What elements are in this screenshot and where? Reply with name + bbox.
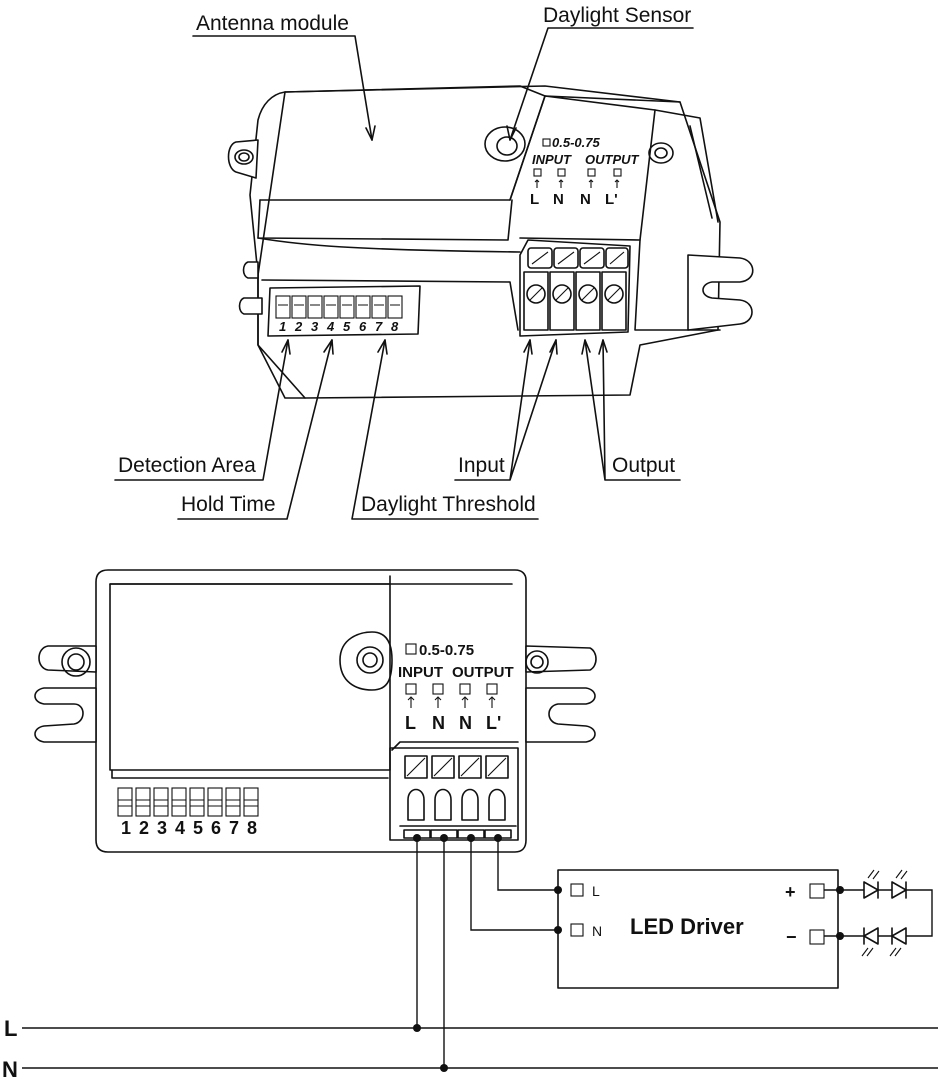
- svg-text:2: 2: [139, 818, 149, 838]
- bottom-input-label: INPUT: [398, 664, 443, 681]
- bottom-terminal-markers: [405, 683, 498, 708]
- bottom-dip-switch-icon: [117, 787, 259, 817]
- arrow-up-icon: [407, 696, 415, 708]
- svg-text:1: 1: [279, 319, 286, 334]
- top-dip-switch-icon: [267, 285, 421, 337]
- driver-plus: +: [785, 882, 796, 902]
- top-terminal-l: L: [530, 191, 539, 208]
- bottom-terminal-l: L: [405, 713, 416, 733]
- top-terminal-n2: N: [580, 191, 591, 208]
- top-dip-numbers: 1 2 3 4 5 6 7 8: [279, 319, 399, 334]
- driver-minus: −: [786, 927, 797, 947]
- bottom-terminal-n1: N: [432, 713, 445, 733]
- top-device-drawing: 0.5-0.75 INPUT OUTPUT L N N L': [227, 85, 754, 399]
- callout-daylight-threshold: Daylight Threshold: [361, 493, 536, 516]
- arrow-up-icon: [488, 696, 496, 708]
- callout-antenna-module: Antenna module: [196, 12, 349, 35]
- svg-text:3: 3: [157, 818, 167, 838]
- svg-text:6: 6: [211, 818, 221, 838]
- svg-text:6: 6: [359, 319, 367, 334]
- svg-text:1: 1: [121, 818, 131, 838]
- svg-text:5: 5: [193, 818, 203, 838]
- arrow-up-icon: [434, 696, 442, 708]
- bottom-terminal-lprime: L': [486, 713, 501, 733]
- bottom-device-drawing: 0.5-0.75 INPUT OUTPUT L N N L': [34, 569, 597, 853]
- svg-text:2: 2: [294, 319, 303, 334]
- svg-text:3: 3: [311, 319, 319, 334]
- arrow-up-icon: [461, 696, 469, 708]
- bottom-wire-size: 0.5-0.75: [419, 642, 474, 659]
- driver-title: LED Driver: [630, 914, 744, 939]
- svg-text:4: 4: [175, 818, 185, 838]
- wiring: [22, 834, 938, 1072]
- callout-hold-time: Hold Time: [181, 493, 276, 516]
- bottom-output-label: OUTPUT: [452, 664, 514, 681]
- top-output-label: OUTPUT: [585, 152, 640, 167]
- bottom-terminal-n2: N: [459, 713, 472, 733]
- top-terminal-markers: [533, 168, 622, 188]
- driver-input-l: L: [592, 883, 600, 899]
- svg-text:7: 7: [375, 319, 383, 334]
- bus-label-n: N: [2, 1057, 18, 1082]
- top-terminal-n1: N: [553, 191, 564, 208]
- svg-text:8: 8: [391, 319, 399, 334]
- bus-label-l: L: [4, 1016, 17, 1041]
- top-input-label: INPUT: [532, 152, 572, 167]
- driver-input-n: N: [592, 923, 602, 939]
- callout-output: Output: [612, 454, 675, 477]
- callout-detection-area: Detection Area: [118, 454, 256, 477]
- svg-text:4: 4: [326, 319, 335, 334]
- top-screw-terminal-icon: [519, 239, 631, 337]
- svg-text:5: 5: [343, 319, 351, 334]
- svg-text:7: 7: [229, 818, 239, 838]
- top-wire-size: 0.5-0.75: [552, 135, 600, 150]
- top-callouts: Antenna module Daylight Sensor Detection…: [114, 4, 694, 520]
- svg-text:8: 8: [247, 818, 257, 838]
- led-driver-box: L N LED Driver + −: [557, 869, 839, 989]
- bottom-screw-terminal-icon: [389, 741, 519, 841]
- bottom-dip-numbers: 1 2 3 4 5 6 7 8: [121, 818, 257, 838]
- top-terminal-lprime: L': [605, 191, 618, 208]
- led-diode-icon: [824, 869, 933, 957]
- callout-daylight-sensor: Daylight Sensor: [543, 4, 691, 27]
- callout-input: Input: [458, 454, 505, 477]
